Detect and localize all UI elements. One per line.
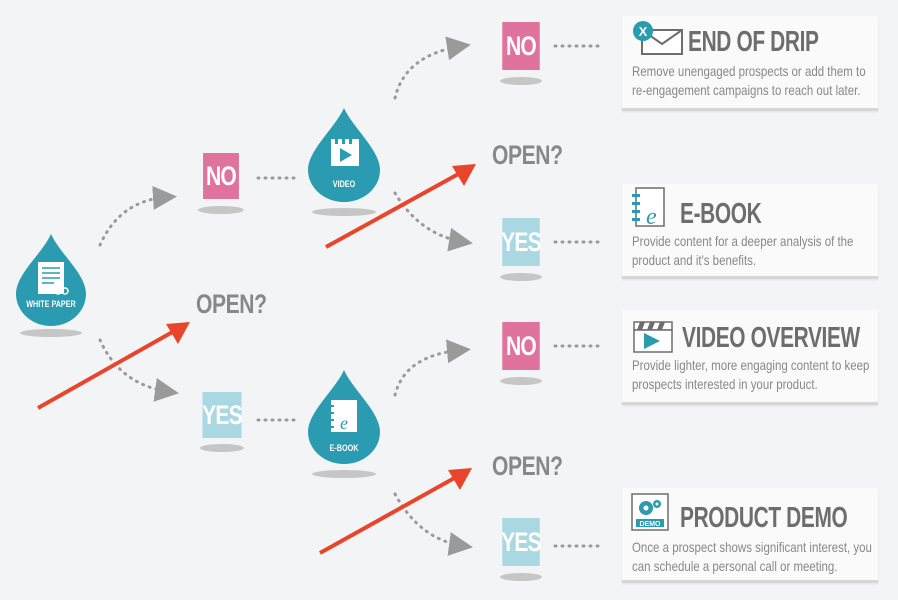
box-shadow <box>200 444 244 452</box>
no-box-right-1[interactable]: NO <box>502 22 540 70</box>
svg-text:X: X <box>639 24 648 39</box>
card-end-of-drip: X END OF DRIP Remove unengaged prospects… <box>622 16 878 111</box>
card-product-demo: DEMO PRODUCT DEMO Once a prospect shows … <box>622 488 878 583</box>
open-arrow-main-head <box>166 322 190 344</box>
open-arrow-main <box>37 328 177 410</box>
card-video-overview: VIDEO OVERVIEW Provide lighter, more eng… <box>622 310 878 405</box>
yes-box-lower[interactable]: YES <box>202 392 243 438</box>
no-box-right-2[interactable]: NO <box>502 322 540 370</box>
card-ebook: e E-BOOK Provide content for a deeper an… <box>622 184 878 279</box>
yes-box-right-2[interactable]: YES <box>501 518 542 566</box>
connector-start-to-no <box>98 185 177 247</box>
open-arrow-lower <box>319 474 459 555</box>
open-arrow-upper-head <box>452 164 476 186</box>
card-desc-line-1: Provide content for a deeper analysis of… <box>632 233 854 249</box>
ebook-icon: e <box>329 400 357 433</box>
drop-shadow <box>312 470 376 478</box>
box-shadow <box>198 206 244 214</box>
box-shadow <box>500 273 542 281</box>
connector-video-to-no <box>393 36 471 100</box>
card-desc-line-1: Provide lighter, more engaging content t… <box>632 357 870 373</box>
open-question-main: OPEN? <box>196 289 267 319</box>
open-arrow-upper <box>325 170 463 249</box>
open-arrow-lower-head <box>448 468 472 490</box>
card-desc-line-2: can schedule a personal call or meeting. <box>632 558 838 574</box>
video-drop-label: VIDEO <box>332 179 356 189</box>
card-title: VIDEO OVERVIEW <box>682 322 860 354</box>
open-question-lower: OPEN? <box>492 451 563 481</box>
connector-ebook-to-yes <box>393 492 473 556</box>
demo-gears-icon: DEMO <box>631 493 669 531</box>
white-paper-drop[interactable] <box>14 232 88 326</box>
open-question-upper: OPEN? <box>492 140 563 170</box>
svg-text:e: e <box>646 204 657 230</box>
box-shadow <box>500 573 542 581</box>
video-drop[interactable] <box>306 106 382 202</box>
video-clapper-icon <box>633 321 673 353</box>
card-desc-line-2: re-engagement campaigns to reach out lat… <box>632 82 861 98</box>
connector-ebook-to-no <box>393 339 471 397</box>
card-desc-line-1: Remove unengaged prospects or add them t… <box>632 63 866 79</box>
card-desc-line-2: prospects interested in your product. <box>632 376 818 392</box>
card-title: PRODUCT DEMO <box>680 502 848 534</box>
card-desc-line-1: Once a prospect shows significant intere… <box>632 539 872 555</box>
box-shadow <box>500 77 542 85</box>
svg-text:DEMO: DEMO <box>640 521 662 528</box>
ebook-drop[interactable]: e <box>306 368 382 464</box>
connector-video-to-yes <box>393 191 473 252</box>
white-paper-label: WHITE PAPER <box>26 299 76 309</box>
no-box-upper[interactable]: NO <box>203 153 239 199</box>
svg-text:e: e <box>340 413 348 433</box>
box-shadow <box>500 377 542 385</box>
card-title: END OF DRIP <box>688 26 819 58</box>
yes-box-right-1[interactable]: YES <box>501 218 542 266</box>
email-x-icon: X <box>633 21 683 55</box>
card-title: E-BOOK <box>680 198 762 230</box>
drop-shadow <box>312 208 376 216</box>
document-icon <box>38 262 69 295</box>
ebook-icon: e <box>632 187 665 230</box>
video-clapper-icon <box>331 139 359 166</box>
drop-shadow <box>20 329 82 337</box>
card-desc-line-2: product and it's benefits. <box>632 252 757 268</box>
ebook-drop-label: E-BOOK <box>329 443 359 453</box>
